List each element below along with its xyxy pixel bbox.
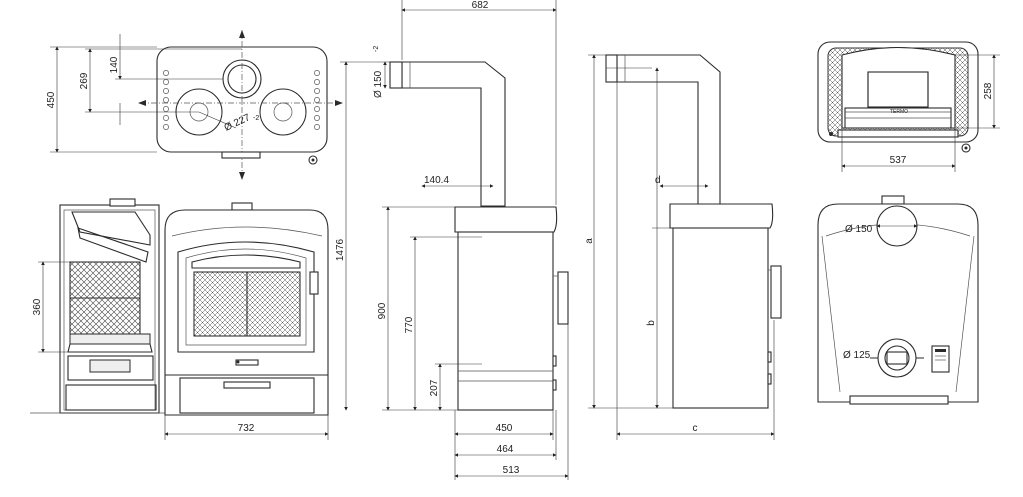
dim-front-732: 732 bbox=[238, 423, 255, 434]
dim-section-360: 360 bbox=[32, 298, 43, 315]
front-door bbox=[177, 241, 315, 353]
front-view: 732 bbox=[164, 202, 329, 440]
dim-flue-682: 682 bbox=[472, 0, 489, 11]
dim-rear-inlet-125: Ø 125 bbox=[843, 350, 871, 361]
dim-rear-258: 258 bbox=[983, 82, 994, 99]
side-flue-pipe bbox=[401, 61, 506, 207]
dim-depth-464: 464 bbox=[497, 444, 514, 455]
dim-height-900: 900 bbox=[377, 302, 388, 319]
rear-brand-plate bbox=[931, 345, 950, 373]
dim-top-269: 269 bbox=[79, 72, 90, 89]
side-body bbox=[454, 206, 558, 233]
dim-height-1476: 1476 bbox=[335, 238, 346, 261]
dim-var-c: c bbox=[693, 423, 698, 434]
dim-flue-diameter-sup: -2 bbox=[373, 46, 380, 52]
top-view: Ø 227 -2 450 269 140 bbox=[46, 30, 343, 180]
dim-rear-outlet-150: Ø 150 bbox=[845, 224, 873, 235]
dim-var-d: d bbox=[655, 175, 661, 186]
dim-height-207: 207 bbox=[429, 379, 440, 396]
dim-top-140: 140 bbox=[109, 56, 120, 73]
dim-var-a: a bbox=[584, 238, 595, 244]
hob-knob bbox=[308, 155, 318, 165]
var-flue-pipe bbox=[616, 54, 721, 207]
front-door-handle bbox=[309, 271, 319, 295]
dim-flue-140-4: 140.4 bbox=[424, 175, 449, 186]
section-view: 360 bbox=[30, 198, 165, 414]
rear-top-firebox bbox=[867, 71, 929, 108]
dim-var-b: b bbox=[646, 320, 657, 326]
dim-hob-diameter-sup: -2 bbox=[253, 115, 259, 122]
rear-top-brand-label: TERMO bbox=[890, 109, 908, 115]
dim-depth-450: 450 bbox=[496, 423, 513, 434]
dim-height-770: 770 bbox=[404, 316, 415, 333]
side-view-flue: 682 Ø 150 -2 140.4 1476 900 770 207 450 … bbox=[335, 0, 569, 480]
var-body bbox=[669, 203, 774, 229]
hob-screws-left bbox=[163, 70, 169, 130]
dim-flue-diameter: Ø 150 bbox=[373, 70, 384, 98]
front-ash-drawer bbox=[179, 377, 315, 414]
dim-top-450: 450 bbox=[46, 91, 57, 108]
dim-rear-537: 537 bbox=[890, 155, 907, 166]
hob-screws-right bbox=[314, 70, 320, 130]
rear-top-view: 258 537 bbox=[817, 41, 1000, 172]
hot-plate-right bbox=[259, 88, 307, 136]
side-view-variable: a b c d bbox=[584, 54, 782, 440]
rear-view: Ø 150 Ø 125 bbox=[817, 195, 979, 405]
dim-depth-513: 513 bbox=[503, 465, 520, 476]
